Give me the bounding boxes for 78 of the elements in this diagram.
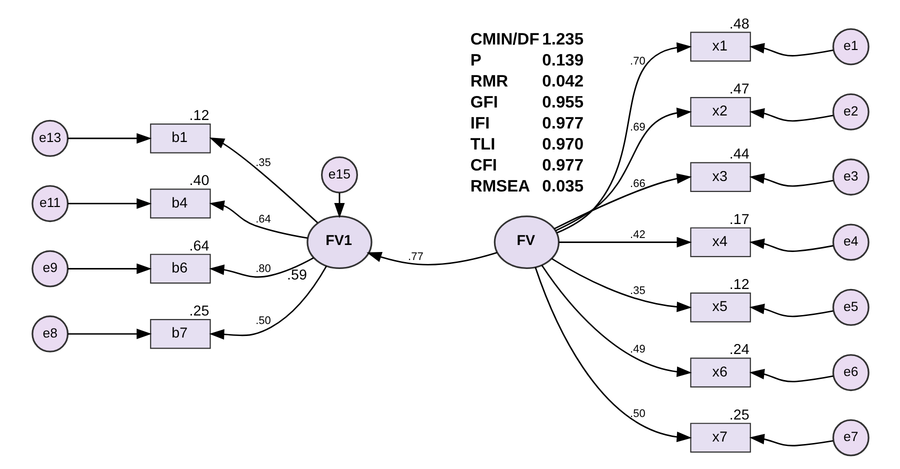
edge-label: .66 <box>630 178 645 190</box>
arrow <box>334 192 344 218</box>
node-circle: e2 <box>832 93 869 130</box>
label: CFI <box>470 155 497 174</box>
node-circle: e15 <box>320 156 358 194</box>
node-label: .64 <box>188 238 209 254</box>
arrow <box>554 108 692 232</box>
label: RMSEA <box>470 176 530 196</box>
label: IFI <box>470 113 490 132</box>
node-label: .25 <box>728 407 749 424</box>
node-label: .12 <box>728 277 749 294</box>
edge-label: .70 <box>630 55 645 68</box>
edge-label: .42 <box>630 228 645 241</box>
node-circle: e4 <box>832 224 869 261</box>
arrow <box>748 304 833 318</box>
node-circle: e5 <box>832 288 869 326</box>
node-circle: e7 <box>832 419 869 456</box>
arrow <box>748 368 833 382</box>
node-label: .44 <box>728 146 749 163</box>
node-circle: e6 <box>832 354 869 392</box>
label: CMIN/DF <box>470 30 539 49</box>
arrow <box>67 263 152 274</box>
node-circle: e8 <box>31 315 68 352</box>
edge-label: .35 <box>630 285 645 298</box>
arrow <box>208 138 318 224</box>
edge-label: .80 <box>255 263 270 276</box>
arrow <box>556 42 692 234</box>
arrow <box>208 257 314 278</box>
arrow <box>550 258 692 312</box>
label: RMR <box>470 71 508 90</box>
arrow <box>67 133 152 144</box>
arrow <box>67 328 152 340</box>
label: TLI <box>470 134 495 154</box>
arrow <box>748 238 833 252</box>
node-label: .59 <box>286 268 306 284</box>
edge-label: .50 <box>630 408 645 420</box>
label: 0.977 <box>542 155 584 174</box>
edge-label: .49 <box>630 344 645 356</box>
arrow <box>534 267 692 442</box>
node-circle: e11 <box>31 185 68 222</box>
arrow <box>553 173 692 230</box>
label: 1.235 <box>542 30 584 49</box>
node-label: .47 <box>728 82 749 98</box>
arrow <box>540 264 692 378</box>
node-label: .48 <box>728 16 749 32</box>
label: 0.970 <box>542 134 584 154</box>
arrow <box>208 266 327 340</box>
node-circle: e9 <box>31 250 68 288</box>
label: 0.955 <box>542 92 584 112</box>
label: 0.035 <box>542 176 584 196</box>
node-label: .24 <box>728 342 749 358</box>
node-ellipse: FV <box>493 215 560 270</box>
edge-label: .69 <box>630 122 645 134</box>
node-ellipse: FV1 <box>306 215 372 270</box>
node-circle: e1 <box>832 28 869 66</box>
node-label: .17 <box>728 212 749 228</box>
label: GFI <box>470 92 498 112</box>
node-label: .12 <box>188 108 209 124</box>
edge-label: .64 <box>255 213 270 226</box>
edge-label: .35 <box>255 157 270 170</box>
arrow <box>208 200 308 239</box>
label: P <box>470 50 481 70</box>
node-label: .40 <box>188 173 209 190</box>
arrow <box>366 252 497 266</box>
node-label: .25 <box>188 304 209 320</box>
label: 0.042 <box>542 71 584 90</box>
arrow <box>67 198 152 209</box>
arrow <box>748 434 833 446</box>
arrow <box>748 43 833 56</box>
edge-label: .50 <box>255 314 270 327</box>
node-circle: e13 <box>31 120 68 157</box>
label: 0.139 <box>542 50 584 70</box>
arrow <box>748 173 833 187</box>
arrow <box>748 108 833 122</box>
arrow <box>558 236 692 248</box>
label: 0.977 <box>542 113 584 132</box>
edge-label: .77 <box>408 250 423 263</box>
node-circle: e3 <box>832 158 869 196</box>
